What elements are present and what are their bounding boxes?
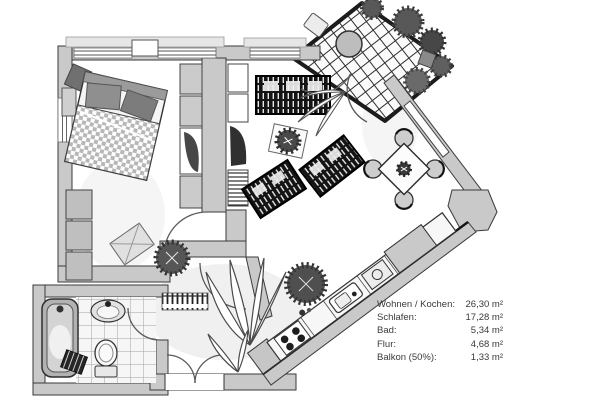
laundry-basket bbox=[59, 349, 89, 375]
legend-value: 17,28 m² bbox=[465, 312, 504, 324]
window-diagonal bbox=[403, 100, 450, 158]
legend-row: Wohnen / Kochen: 26,30 m² bbox=[377, 298, 503, 311]
hall-corner-stub bbox=[225, 209, 247, 242]
legend-row: Bad: 5,34 m² bbox=[377, 324, 503, 337]
basin-faucet bbox=[105, 301, 111, 307]
kitchen-counter bbox=[246, 211, 457, 375]
legend-label: Flur: bbox=[377, 338, 396, 350]
window-pier bbox=[131, 39, 159, 57]
wardrobe bbox=[65, 189, 93, 281]
legend-label: Balkon (50%): bbox=[377, 351, 437, 363]
shelf-unit bbox=[227, 63, 249, 207]
legend-row: Flur: 4,68 m² bbox=[377, 338, 503, 351]
bathroom bbox=[41, 297, 156, 383]
legend-label: Wohnen / Kochen: bbox=[377, 299, 455, 310]
palm-plant bbox=[205, 257, 287, 373]
window bbox=[73, 47, 133, 59]
radiator bbox=[161, 292, 209, 311]
planter-box bbox=[417, 49, 437, 69]
plants bbox=[153, 89, 346, 373]
plant-icon bbox=[360, 0, 384, 20]
legend-value: 5,34 m² bbox=[470, 325, 503, 337]
legend-row: Schlafen: 17,28 m² bbox=[377, 311, 503, 324]
palm-plant bbox=[297, 89, 346, 137]
balcony-table bbox=[335, 30, 363, 58]
sofa bbox=[298, 133, 366, 199]
dark-shape bbox=[184, 132, 199, 172]
sofa bbox=[240, 158, 308, 220]
legend-value: 4,68 m² bbox=[470, 338, 503, 350]
stove bbox=[273, 319, 312, 357]
plant-icon bbox=[391, 5, 425, 39]
coffee-table bbox=[267, 123, 309, 159]
dining-set bbox=[363, 128, 445, 210]
windows bbox=[57, 36, 450, 390]
window bbox=[249, 47, 301, 59]
legend-value: 26,30 m² bbox=[465, 299, 504, 310]
corner-block bbox=[447, 189, 498, 233]
legend-label: Bad: bbox=[377, 325, 397, 337]
window-sill bbox=[243, 37, 307, 48]
sofa bbox=[255, 75, 331, 115]
washbasin bbox=[90, 299, 126, 323]
window bbox=[157, 47, 217, 59]
toilet bbox=[94, 339, 118, 378]
balcony-chair bbox=[303, 12, 329, 38]
pillow bbox=[119, 89, 159, 123]
kitchen-cabinet bbox=[383, 223, 438, 274]
bench bbox=[109, 222, 155, 266]
pillow bbox=[84, 82, 122, 111]
bathroom-top-wall bbox=[32, 284, 169, 298]
tv-cabinet bbox=[230, 126, 247, 166]
bedroom bbox=[61, 63, 203, 281]
tub-faucet bbox=[56, 305, 64, 313]
legend-row: Balkon (50%): 1,33 m² bbox=[377, 351, 503, 364]
kitchen-sink bbox=[328, 282, 363, 314]
bedroom-cabinet bbox=[179, 63, 203, 209]
legend-label: Schlafen: bbox=[377, 312, 417, 324]
entrance-door-right bbox=[194, 354, 224, 384]
cooktop-module bbox=[360, 258, 394, 291]
plant-icon bbox=[417, 27, 447, 57]
plant-icon bbox=[403, 67, 431, 95]
balcony-contents bbox=[303, 0, 453, 95]
balcony-door-right bbox=[346, 72, 368, 123]
divider-wall bbox=[201, 57, 227, 213]
pot bbox=[299, 309, 306, 316]
legend-value: 1,33 m² bbox=[470, 351, 503, 363]
bathroom-bottom-wall bbox=[32, 382, 169, 396]
blanket bbox=[64, 104, 161, 181]
headboard bbox=[82, 71, 168, 101]
nightstand bbox=[61, 87, 77, 117]
bed bbox=[63, 70, 169, 182]
area-legend: Wohnen / Kochen: 26,30 m² Schlafen: 17,2… bbox=[377, 298, 503, 364]
door-arc-bathroom bbox=[127, 307, 161, 341]
pot bbox=[306, 307, 312, 313]
